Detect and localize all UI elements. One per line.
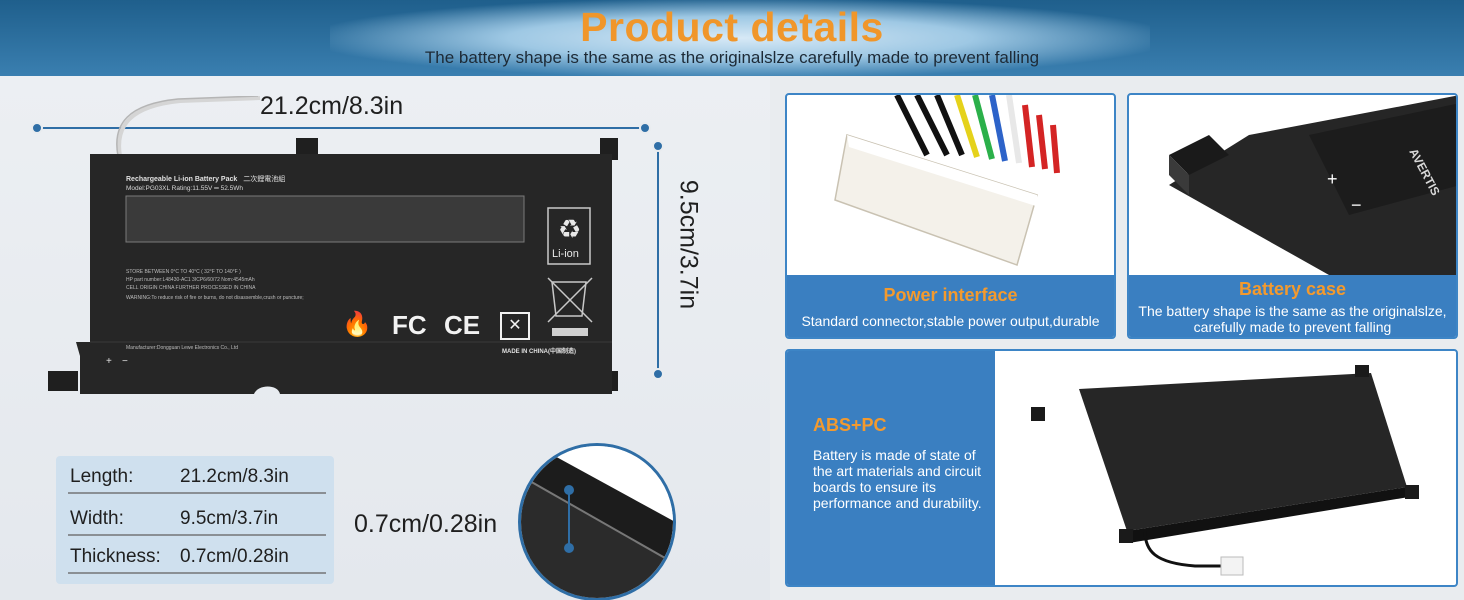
battery-minus: − <box>122 356 128 367</box>
battery-model: Model:PG03XL Rating:11.55V ═ 52.5Wh <box>126 185 243 192</box>
battery-heading-text: Rechargeable Li-ion Battery Pack <box>126 176 238 183</box>
battery-warning: WARNING:To reduce risk of fire or burns,… <box>126 295 304 301</box>
spec-card: Length: 21.2cm/8.3in Width: 9.5cm/3.7in … <box>56 456 334 584</box>
header-glow <box>330 0 1150 76</box>
page-title: Product details <box>580 4 884 50</box>
battery-case-panel: + − AVERTIS Battery case The battery sha… <box>1127 93 1458 339</box>
power-interface-desc: Standard connector,stable power output,d… <box>801 313 1100 329</box>
battery-case-caption: Battery case The battery shape is the sa… <box>1129 275 1456 337</box>
spec-key: Width: <box>70 508 124 529</box>
battery-case-illustration <box>1169 95 1456 275</box>
spec-row-length: Length: 21.2cm/8.3in <box>68 456 326 494</box>
recycle-label: Li-ion <box>552 248 579 260</box>
width-dimension-line <box>657 146 659 374</box>
battery-heading-cn: 二次鋰電池組 <box>243 176 286 183</box>
abs-pc-panel: ABS+PC Battery is made of state of the a… <box>785 349 1458 587</box>
fc-mark-icon: FC <box>392 310 427 340</box>
width-dot-bottom <box>652 368 664 380</box>
length-label: 21.2cm/8.3in <box>260 92 404 120</box>
spec-value: 0.7cm/0.28in <box>180 546 289 567</box>
case-plus: + <box>1327 169 1338 189</box>
battery-store: STORE BETWEEN 0°C TO 40°C ( 32°F TO 140°… <box>126 269 241 275</box>
battery-label-heading: Rechargeable Li-ion Battery Pack 二次鋰電池組 <box>126 174 285 184</box>
connector-illustration <box>834 95 1060 266</box>
power-interface-caption: Power interface Standard connector,stabl… <box>787 275 1114 337</box>
battery-case-desc-2: carefully made to prevent falling <box>1193 319 1392 335</box>
flame-icon: 🔥 <box>342 311 372 338</box>
spec-row-width: Width: 9.5cm/3.7in <box>68 498 326 536</box>
battery-plus: + <box>106 356 112 367</box>
power-interface-panel: Power interface Standard connector,stabl… <box>785 93 1116 339</box>
spec-value: 21.2cm/8.3in <box>180 466 289 487</box>
width-label: 9.5cm/3.7in <box>674 179 703 310</box>
header-banner: Product details The battery shape is the… <box>0 0 1464 76</box>
battery-case-title: Battery case <box>1238 279 1347 299</box>
battery-illustration <box>48 96 618 394</box>
battery-part: HP part number:L48430-AC1 3ICP6/60/72 No… <box>126 277 255 283</box>
abs-pc-desc: Battery is made of state of the art mate… <box>813 447 982 511</box>
thickness-zoom <box>518 443 676 600</box>
spec-key: Thickness: <box>70 546 161 567</box>
length-dimension-line <box>38 127 646 129</box>
spec-key: Length: <box>70 466 134 487</box>
thickness-zoom-graphic <box>521 446 673 598</box>
spec-row-thickness: Thickness: 0.7cm/0.28in <box>68 536 326 574</box>
rohs-mark-icon: ✕ <box>500 312 530 340</box>
page-subtitle: The battery shape is the same as the ori… <box>424 48 1040 67</box>
battery-made-in: MADE IN CHINA(中国制造) <box>502 349 576 355</box>
recycle-icon: ♻ <box>558 214 582 244</box>
abs-pc-battery-illustration <box>1031 365 1419 576</box>
abs-pc-sidebar: ABS+PC Battery is made of state of the a… <box>787 351 995 585</box>
battery-case-desc-1: The battery shape is the same as the ori… <box>1138 303 1447 319</box>
thickness-label: 0.7cm/0.28in <box>354 510 498 538</box>
length-dot-left <box>31 122 43 134</box>
ce-mark-icon: CE <box>444 310 481 340</box>
battery-origin: CELL ORIGIN CHINA FURTHER PROCESSED IN C… <box>126 285 256 291</box>
width-dot-top <box>652 140 664 152</box>
spec-value: 9.5cm/3.7in <box>180 508 279 529</box>
battery-manufacturer: Manufacturer:Dongguan Lewe Electronics C… <box>126 345 239 351</box>
length-dot-right <box>639 122 651 134</box>
abs-pc-title: ABS+PC <box>813 415 887 435</box>
case-minus: − <box>1351 195 1362 215</box>
power-interface-title: Power interface <box>883 285 1018 305</box>
